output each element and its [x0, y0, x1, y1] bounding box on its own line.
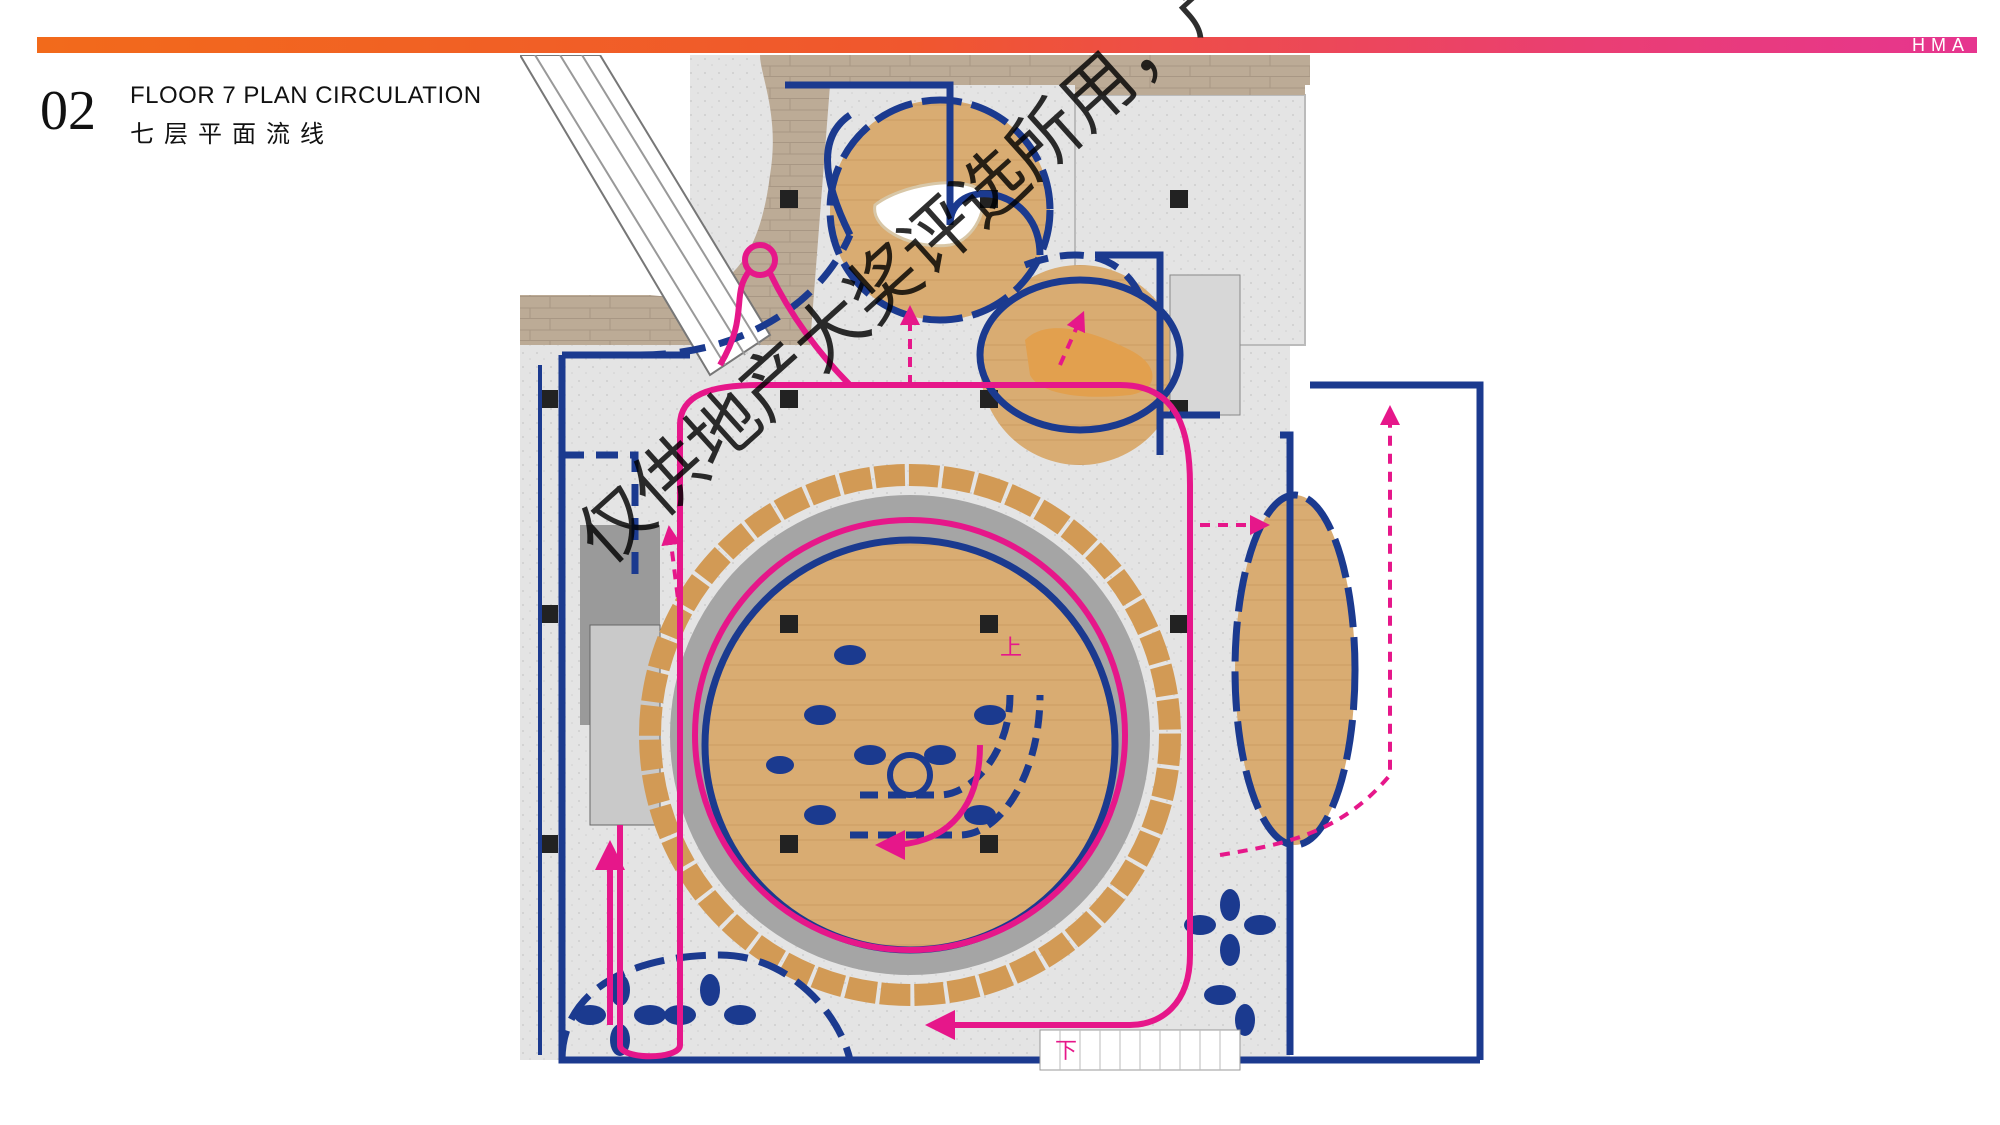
floor-plan: 上 下 — [520, 55, 1560, 1085]
oval-room-east — [1235, 495, 1355, 845]
circulation-paths — [595, 242, 1193, 1060]
escalator-diagonal — [520, 55, 772, 377]
structural-columns — [540, 190, 1188, 853]
white-island-table — [873, 181, 985, 248]
floor-cushions — [766, 645, 1006, 825]
central-outer-ring — [639, 464, 1181, 1006]
label-down: 下 — [1055, 1039, 1077, 1064]
stair-treads — [1059, 1030, 1221, 1070]
label-up: 上 — [1000, 636, 1022, 661]
page-title-chinese: 七层平面流线 — [130, 120, 334, 148]
header-accent-bar — [37, 37, 1977, 53]
page-title-english: FLOOR 7 PLAN CIRCULATION — [130, 82, 482, 109]
section-number: 02 — [40, 80, 96, 142]
secondary-circulation — [661, 305, 1400, 857]
brand-logo-text: HMA — [1912, 35, 1970, 55]
central-round-hall — [705, 540, 1115, 950]
orange-table — [1025, 328, 1153, 397]
right-deck-strip — [1075, 55, 1305, 95]
